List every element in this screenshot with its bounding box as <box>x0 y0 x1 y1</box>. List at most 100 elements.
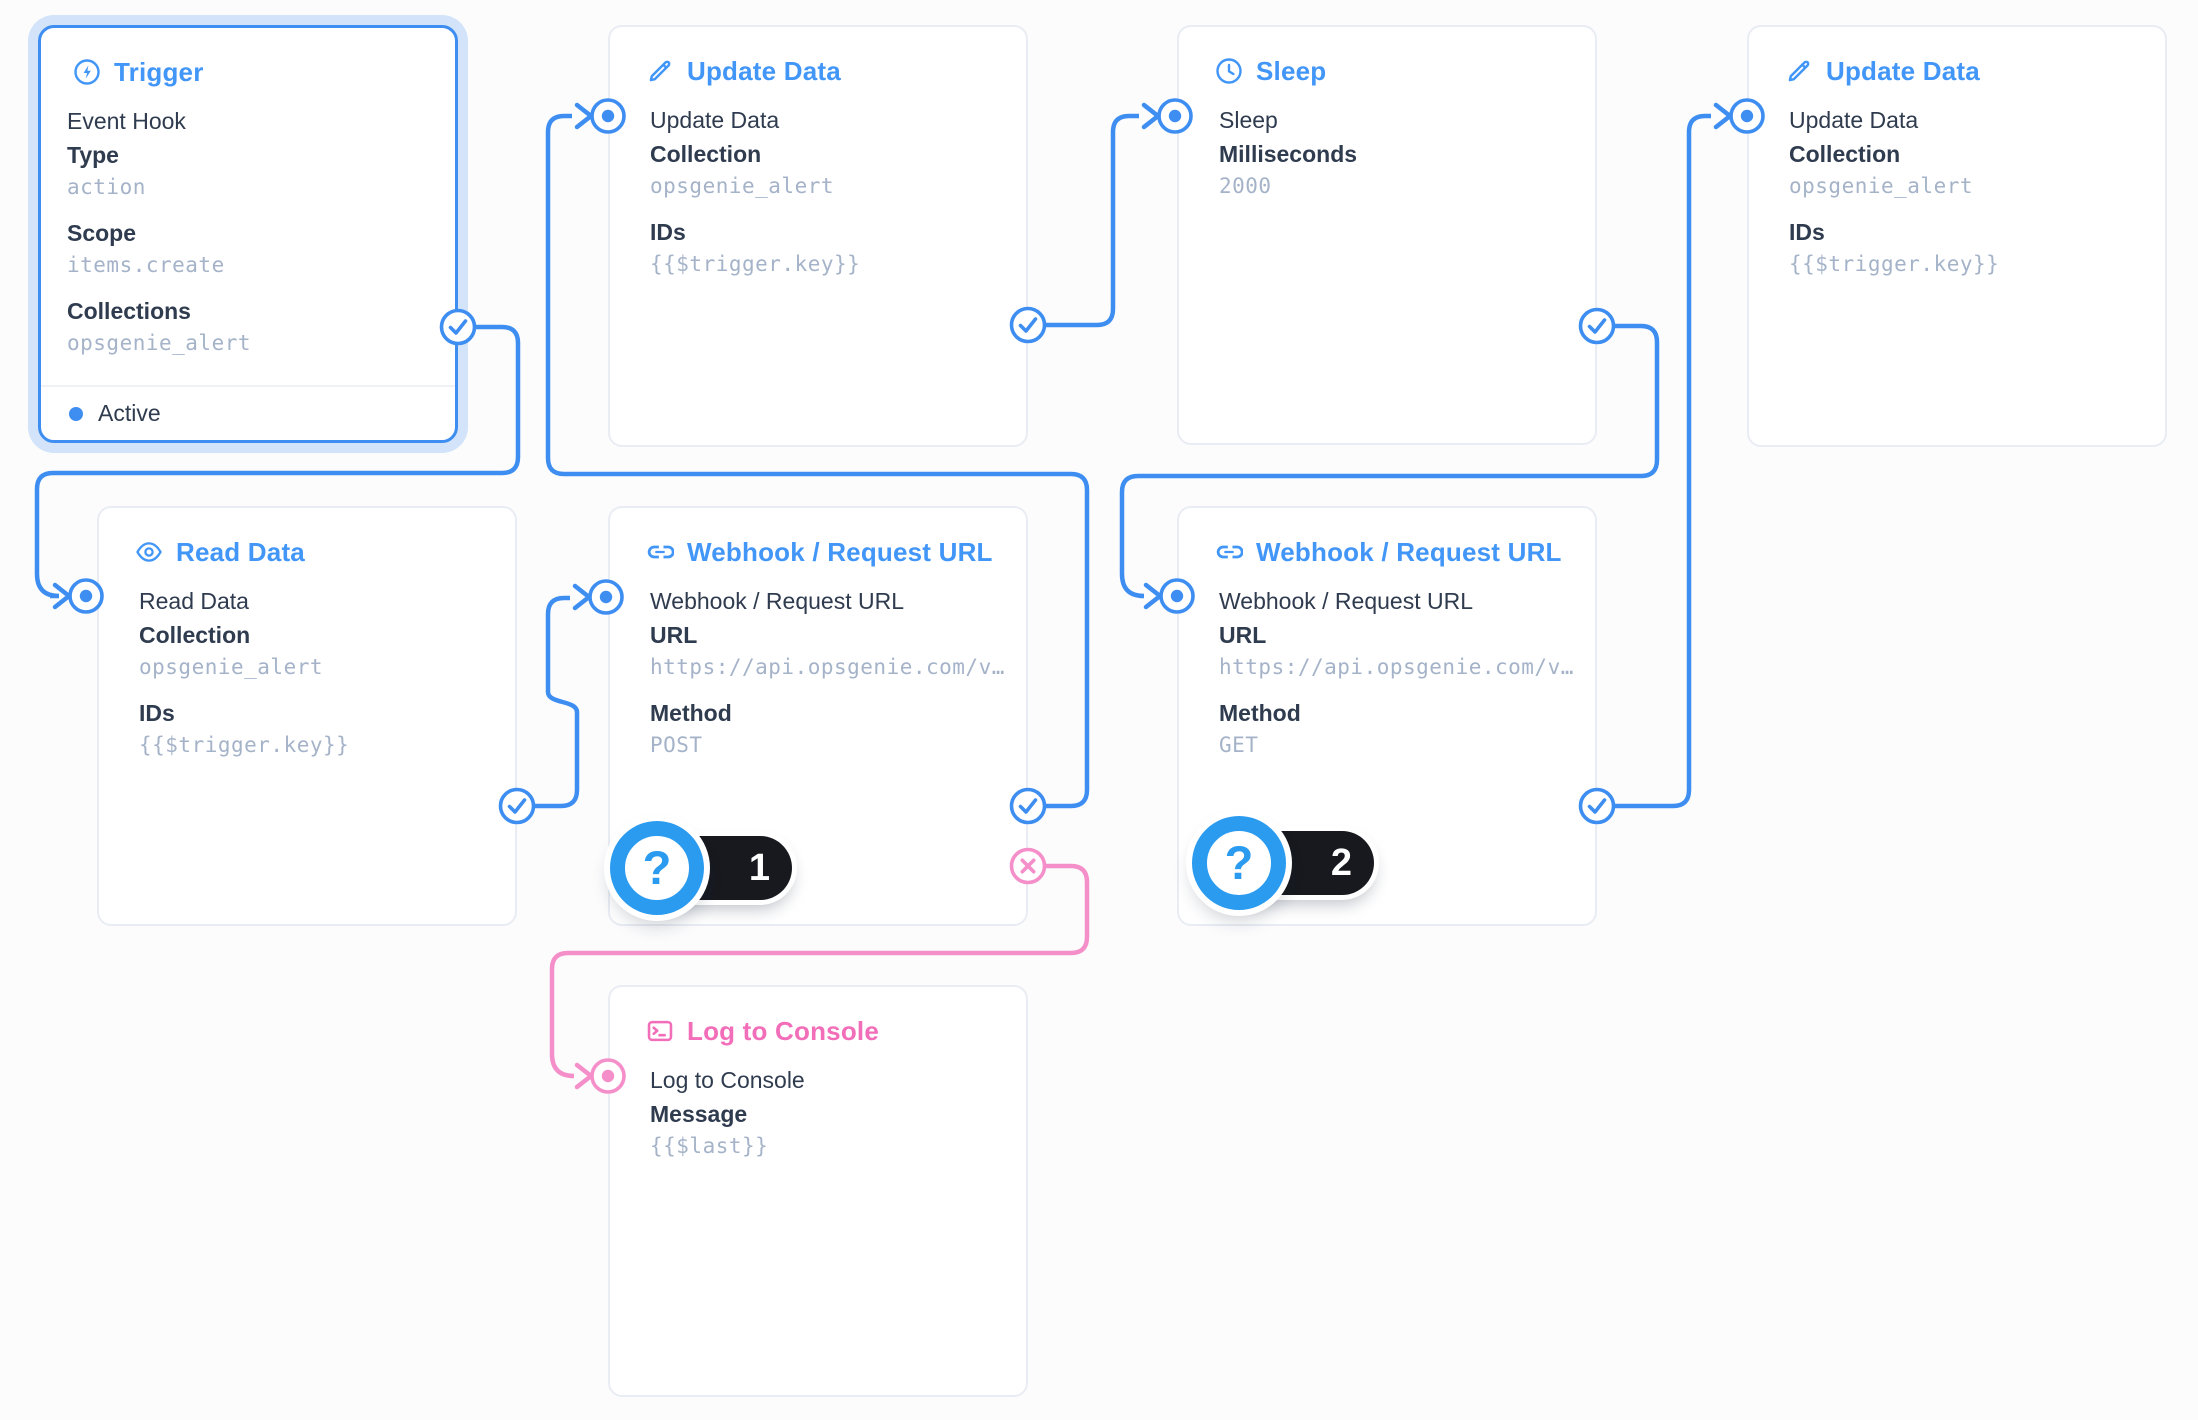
node-log-to-console[interactable]: Log to Console Log to Console Message {{… <box>608 985 1028 1397</box>
lightning-circle-icon <box>74 59 100 85</box>
field: Collection opsgenie_alert <box>650 140 998 200</box>
field: Type action <box>67 141 427 201</box>
field: IDs {{$trigger.key}} <box>650 218 998 278</box>
node-title: Log to Console <box>646 1015 1026 1047</box>
node-name: Webhook / Request URL <box>1219 588 1473 614</box>
node-title-label: Sleep <box>1256 55 1327 86</box>
edge-update-data-1-to-sleep <box>1045 113 1139 328</box>
field: Collection opsgenie_alert <box>1789 140 2137 200</box>
field: URL https://api.opsgenie.com/v… <box>650 621 1005 681</box>
node-name: Log to Console <box>650 1067 805 1093</box>
node-title: Trigger <box>73 56 455 88</box>
badge-count: 2 <box>1330 841 1352 884</box>
arrowhead-icon <box>1143 582 1163 610</box>
field: IDs {{$trigger.key}} <box>1789 218 2137 278</box>
arrowhead-icon <box>574 1062 594 1090</box>
question-mark-icon[interactable]: ? <box>1192 816 1286 910</box>
clock-icon <box>1216 58 1242 84</box>
node-name: Update Data <box>650 107 780 133</box>
field: Collections opsgenie_alert <box>67 297 427 357</box>
field-value: opsgenie_alert <box>139 655 324 679</box>
node-name: Update Data <box>1789 107 1919 133</box>
node-name: Read Data <box>139 588 249 614</box>
node-title: Read Data <box>135 536 515 568</box>
node-name: Sleep <box>1219 107 1278 133</box>
node-title: Update Data <box>646 55 1026 87</box>
status-dot-icon <box>69 406 83 421</box>
node-title-label: Webhook / Request URL <box>687 536 993 567</box>
field-label: Collection <box>1789 141 1901 167</box>
field: Scope items.create <box>67 219 427 279</box>
field-label: Scope <box>67 220 137 246</box>
edge-read-data-to-webhook-1 <box>534 595 580 809</box>
unresolved-badge-webhook-2[interactable]: 2 ? <box>1192 816 1442 912</box>
node-update-data-2[interactable]: Update Data Update Data Collection opsge… <box>1747 25 2167 447</box>
arrowhead-icon <box>1713 102 1733 130</box>
field-value: https://api.opsgenie.com/v… <box>650 655 1005 679</box>
field-label: Method <box>1219 700 1301 726</box>
badge-count: 1 <box>748 846 770 889</box>
field-value: action <box>67 175 146 199</box>
field-value: items.create <box>67 253 225 277</box>
field-value: POST <box>650 733 703 757</box>
field-value: opsgenie_alert <box>650 174 835 198</box>
field-value: GET <box>1219 733 1259 757</box>
field: Milliseconds 2000 <box>1219 140 1567 200</box>
node-name: Event Hook <box>67 108 186 134</box>
field-value: https://api.opsgenie.com/v… <box>1219 655 1574 679</box>
node-read-data[interactable]: Read Data Read Data Collection opsgenie_… <box>97 506 517 926</box>
field-label: IDs <box>139 700 175 726</box>
field-label: Type <box>67 142 119 168</box>
link-icon <box>647 545 674 559</box>
field: Message {{$last}} <box>650 1100 998 1160</box>
field: URL https://api.opsgenie.com/v… <box>1219 621 1574 681</box>
field: IDs {{$trigger.key}} <box>139 699 487 759</box>
trigger-status: Active <box>41 385 455 440</box>
field: Method POST <box>650 699 998 759</box>
field-label: URL <box>650 622 698 648</box>
question-mark-icon[interactable]: ? <box>610 821 704 915</box>
arrowhead-icon <box>572 583 592 611</box>
arrowhead-icon <box>574 102 594 130</box>
status-label: Active <box>98 400 161 426</box>
field-label: Message <box>650 1101 748 1127</box>
node-trigger[interactable]: Trigger Event Hook Type action Scope ite… <box>38 25 458 443</box>
node-title: Webhook / Request URL <box>1215 536 1595 568</box>
field-label: IDs <box>650 219 686 245</box>
arrowhead-icon <box>1141 102 1161 130</box>
node-update-data-1[interactable]: Update Data Update Data Collection opsge… <box>608 25 1028 447</box>
eye-icon <box>136 542 162 562</box>
node-title-label: Read Data <box>176 536 305 567</box>
node-sleep[interactable]: Sleep Sleep Milliseconds 2000 <box>1177 25 1597 445</box>
edge-webhook-2-to-update-data-2 <box>1614 113 1711 809</box>
field-label: Method <box>650 700 732 726</box>
field-label: IDs <box>1789 219 1825 245</box>
node-title-label: Update Data <box>687 55 841 86</box>
field: Collection opsgenie_alert <box>139 621 487 681</box>
field: Method GET <box>1219 699 1567 759</box>
terminal-icon <box>647 1020 673 1042</box>
field-value: opsgenie_alert <box>1789 174 1974 198</box>
field-value: opsgenie_alert <box>67 331 252 355</box>
node-name: Webhook / Request URL <box>650 588 904 614</box>
link-icon <box>1216 545 1243 559</box>
field-value: 2000 <box>1219 174 1272 198</box>
node-title: Update Data <box>1785 55 2165 87</box>
node-title-label: Trigger <box>114 56 204 87</box>
field-value: {{$last}} <box>650 1134 769 1158</box>
node-title-label: Webhook / Request URL <box>1256 536 1562 567</box>
field-label: Collections <box>67 298 191 324</box>
field-label: Collection <box>650 141 762 167</box>
node-title: Webhook / Request URL <box>646 536 1026 568</box>
pencil-icon <box>649 60 671 82</box>
node-title-label: Log to Console <box>687 1015 879 1046</box>
unresolved-badge-webhook-1[interactable]: 1 ? <box>610 821 860 917</box>
field-value: {{$trigger.key}} <box>139 733 350 757</box>
node-title: Sleep <box>1215 55 1595 87</box>
field-label: Milliseconds <box>1219 141 1358 167</box>
pencil-icon <box>1788 60 1810 82</box>
field-value: {{$trigger.key}} <box>1789 252 2000 276</box>
node-title-label: Update Data <box>1826 55 1980 86</box>
arrowhead-icon <box>52 582 72 610</box>
